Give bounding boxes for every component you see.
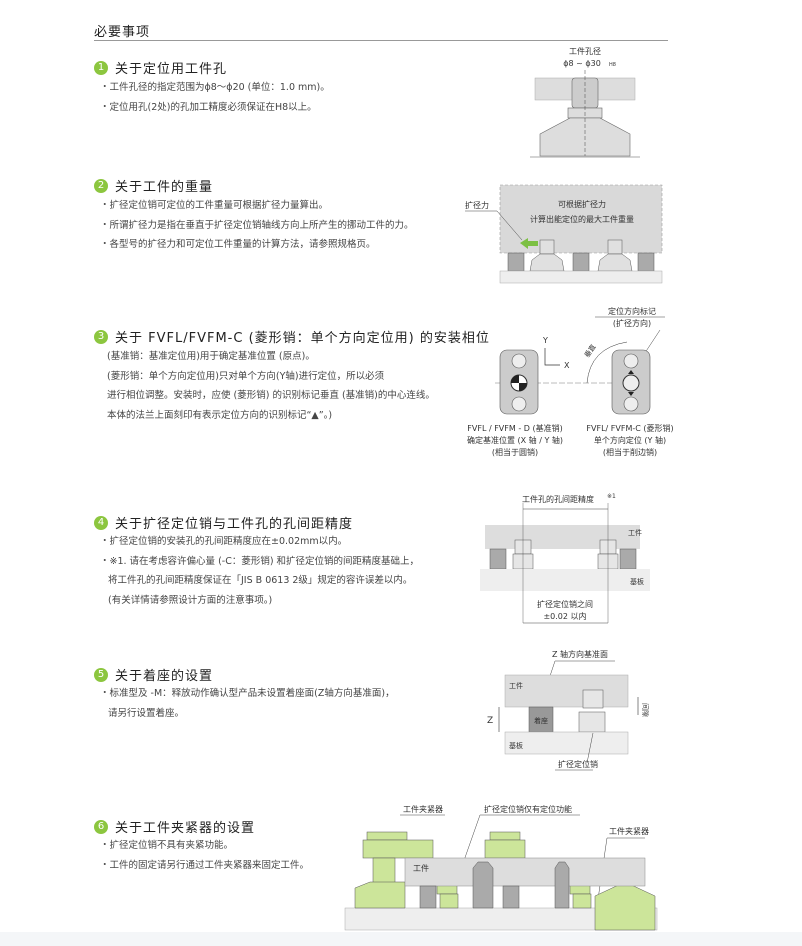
hole-diameter-label: 工件孔径 xyxy=(569,46,601,56)
text-line: ・工件孔径的指定范围为ϕ8～ϕ20 (单位：1.0 mm)。 xyxy=(100,82,330,93)
title-text: 关于着座的设置 xyxy=(115,669,214,684)
clamp-diagram: 工件夹紧器 扩径定位销仅有定位功能 工件夹紧器 工件 xyxy=(344,804,658,931)
page-footer-strip xyxy=(0,932,802,946)
weight-note-line2: 计算出能定位的最大工件重量 xyxy=(530,214,634,224)
header-divider xyxy=(94,40,668,41)
weight-note-line1: 可根据扩径力 xyxy=(558,199,606,209)
datum-pin-equiv: (相当于圆销) xyxy=(492,447,538,457)
pitch-accuracy-label: 工件孔的孔间距精度 xyxy=(522,494,594,504)
z-axis-label: Z xyxy=(487,716,493,726)
number-badge: 3 xyxy=(94,329,108,344)
expansion-pin-label: 扩径定位销 xyxy=(558,759,598,769)
expansion-force-diagram: 可根据扩径力 计算出能定位的最大工件重量 扩径力 xyxy=(465,184,663,284)
text-line: 进行相位调整。安装时，应使 (菱形销) 的识别标记垂直 (基准销)的中心连线。 xyxy=(107,390,435,401)
text-line: ・扩径定位销不具有夹紧功能。 xyxy=(100,840,234,851)
section-5-title: 5 关于着座的设置 xyxy=(94,665,213,684)
section-5-body: ・标准型及 -M：释放动作确认型产品未设置着座面(Z轴方向基准面)， 请另行设置着… xyxy=(100,684,395,723)
number-badge: 1 xyxy=(94,60,108,75)
diamond-pin-desc: 单个方向定位 (Y 轴) xyxy=(594,435,666,445)
expansion-force-label: 扩径力 xyxy=(465,200,489,210)
note-mark: ※1 xyxy=(607,493,616,500)
section-3-title: 3 关于 FVFL/FVFM-C (菱形销：单个方向定位用) 的安装相位 xyxy=(94,327,490,346)
text-line: ・扩径定位销的安装孔的孔间距精度应在±0.02mm以内。 xyxy=(100,536,348,547)
section-2-body: ・扩径定位销可定位的工件重量可根据扩径力量算出。・所谓扩径力是指在垂直于扩径定位… xyxy=(100,196,414,255)
section-6-title: 6 关于工件夹紧器的设置 xyxy=(94,817,255,836)
number-badge: 5 xyxy=(94,667,108,682)
pin-function-label: 扩径定位销仅有定位功能 xyxy=(484,804,572,814)
text-line: 将工件孔的孔间距精度保证在「JIS B 0613 2级」规定的容许误差以内。 xyxy=(108,575,413,586)
section-2-title: 2 关于工件的重量 xyxy=(94,176,213,195)
text-line: ・所谓扩径力是指在垂直于扩径定位销轴线方向上所产生的挪动工件的力。 xyxy=(100,219,414,231)
text-line: (有关详情请参照设计方面的注意事项。) xyxy=(108,594,273,606)
text-line: ・各型号的扩径力和可定位工件重量的计算方法，请参照规格页。 xyxy=(100,239,376,250)
perpendicular-label: 垂直 xyxy=(582,343,597,360)
x-axis-label: X xyxy=(564,361,570,370)
pin-pitch-label: 扩径定位销之间 xyxy=(537,599,593,609)
text-line: ・※1. 请在考虑容许偏心量 (-C：菱形销) 和扩径定位销的间距精度基础上， xyxy=(100,555,420,567)
hole-range-label: ϕ8 ~ ϕ30 xyxy=(563,59,601,68)
number-badge: 6 xyxy=(94,819,108,834)
text-line: 本体的法兰上面刻印有表示定位方向的识别标记“▲”。) xyxy=(107,409,333,421)
base-plate-label: 基板 xyxy=(630,577,644,586)
section-6-body: ・扩径定位销不具有夹紧功能。・工件的固定请另行通过工件夹紧器来固定工件。 xyxy=(100,836,309,875)
workpiece-label: 工件 xyxy=(628,528,642,537)
seating-diagram: Z 轴方向基准面 工件 着座 Z 间隙 基板 扩径定位销 xyxy=(487,649,650,771)
title-text: 关于工件的重量 xyxy=(115,180,214,195)
title-text: 关于定位用工件孔 xyxy=(115,62,228,77)
clamp-label-left: 工件夹紧器 xyxy=(403,804,443,814)
workpiece-label: 工件 xyxy=(413,863,429,873)
clamp-label-right: 工件夹紧器 xyxy=(609,826,649,836)
section-3-body: (基准销：基准定位用)用于确定基准位置 (原点)。 (菱形销：单个方向定位用)只对… xyxy=(107,347,435,425)
text-line: ・标准型及 -M：释放动作确认型产品未设置着座面(Z轴方向基准面)， xyxy=(100,688,395,699)
text-line: (基准销：基准定位用)用于确定基准位置 (原点)。 xyxy=(107,351,315,362)
section-1-body: ・工件孔径的指定范围为ϕ8～ϕ20 (单位：1.0 mm)。・定位用孔(2处)的… xyxy=(100,78,330,117)
datum-pin-label: FVFL / FVFM - D (基准销) xyxy=(467,423,562,433)
section-4-title: 4 关于扩径定位销与工件孔的孔间距精度 xyxy=(94,513,353,532)
direction-mark-sub: (扩径方向) xyxy=(613,318,651,328)
installation-phase-diagram: 定位方向标记 (扩径方向) Y X 垂直 FVFL / FVFM - D (基准… xyxy=(467,306,674,457)
page-header: 必要事项 xyxy=(94,25,151,40)
text-line: ・定位用孔(2处)的孔加工精度必须保证在H8以上。 xyxy=(100,101,317,113)
workpiece-hole-diagram: 工件孔径 ϕ8 ~ ϕ30 H8 xyxy=(530,46,640,158)
section-1-title: 1 关于定位用工件孔 xyxy=(94,58,227,77)
y-axis-label: Y xyxy=(542,336,548,345)
seat-label: 着座 xyxy=(534,716,548,725)
direction-mark-label: 定位方向标记 xyxy=(608,306,656,316)
hole-pitch-diagram: 工件孔的孔间距精度 ※1 工件 基板 扩径定位销之间 ±0.02 以内 xyxy=(480,493,650,624)
text-line: 请另行设置着座。 xyxy=(108,707,185,719)
text-line: ・扩径定位销可定位的工件重量可根据扩径力量算出。 xyxy=(100,200,329,211)
gap-label: 间隙 xyxy=(641,703,650,717)
title-text: 关于工件夹紧器的设置 xyxy=(115,821,256,836)
diamond-pin-equiv: (相当于削边销) xyxy=(603,447,657,457)
diamond-pin-label: FVFL/ FVFM-C (菱形销) xyxy=(586,423,673,433)
number-badge: 4 xyxy=(94,515,108,530)
section-4-body: ・扩径定位销的安装孔的孔间距精度应在±0.02mm以内。・※1. 请在考虑容许偏… xyxy=(100,532,419,610)
title-text: 关于扩径定位销与工件孔的孔间距精度 xyxy=(115,517,354,532)
title-text: 关于 FVFL/FVFM-C (菱形销：单个方向定位用) 的安装相位 xyxy=(115,331,490,346)
datum-pin-desc: 确定基准位置 (X 轴 / Y 轴) xyxy=(467,435,563,445)
base-plate-label: 基板 xyxy=(509,741,523,750)
tolerance-label: H8 xyxy=(609,62,616,68)
arrow-left-icon xyxy=(520,238,538,249)
z-reference-label: Z 轴方向基准面 xyxy=(552,649,608,659)
text-line: (菱形销：单个方向定位用)只对单个方向(Y轴)进行定位，所以必须 xyxy=(107,370,385,382)
text-line: ・工件的固定请另行通过工件夹紧器来固定工件。 xyxy=(100,859,310,871)
workpiece-label: 工件 xyxy=(509,681,523,690)
pin-pitch-value: ±0.02 以内 xyxy=(543,611,586,621)
number-badge: 2 xyxy=(94,178,108,193)
